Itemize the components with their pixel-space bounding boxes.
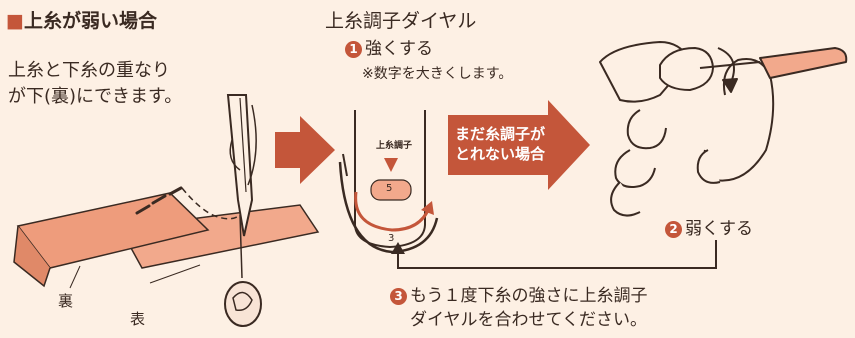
big-arrow-1 [275, 116, 335, 184]
step3-line2: ダイヤルを合わせてください。 [410, 310, 647, 330]
step1-number: 1 [345, 41, 362, 58]
dial-label: 上糸調子 [376, 141, 413, 151]
arrow-box-line2: とれない場合 [455, 145, 546, 163]
big-arrow-2 [448, 100, 590, 190]
label-front: 表 [130, 310, 146, 328]
description: 上糸と下糸の重なり が下(裏)にできます。 [8, 58, 182, 110]
dial-value: 5 [386, 183, 393, 194]
return-arrow [397, 240, 717, 269]
step3-number: 3 [390, 288, 407, 305]
step2-label: 弱くする [685, 219, 753, 239]
heading-title: 上糸が弱い場合 [23, 10, 157, 32]
dial-scale: 3 [388, 233, 395, 244]
heading: ■上糸が弱い場合 [6, 6, 157, 33]
step3-line1: もう１度下糸の強さに上糸調子 [410, 286, 648, 306]
arrow-box-line1: まだ糸調子が [455, 125, 546, 143]
dial-title: 上糸調子ダイヤル [325, 10, 477, 32]
arrow-box-text: まだ糸調子が とれない場合 [455, 124, 545, 164]
fabric-illustration [13, 94, 320, 327]
dial-note: ※数字を大きくします。 [362, 66, 513, 82]
dial-illustration [338, 110, 439, 254]
label-back: 裏 [58, 292, 74, 310]
step1-label: 強くする [365, 39, 433, 59]
step2-number: 2 [665, 221, 682, 238]
heading-bullet: ■ [6, 10, 24, 32]
description-line1: 上糸と下糸の重なり [8, 60, 170, 81]
hand-illustration [599, 41, 848, 217]
description-line2: が下(裏)にできます。 [8, 86, 183, 107]
